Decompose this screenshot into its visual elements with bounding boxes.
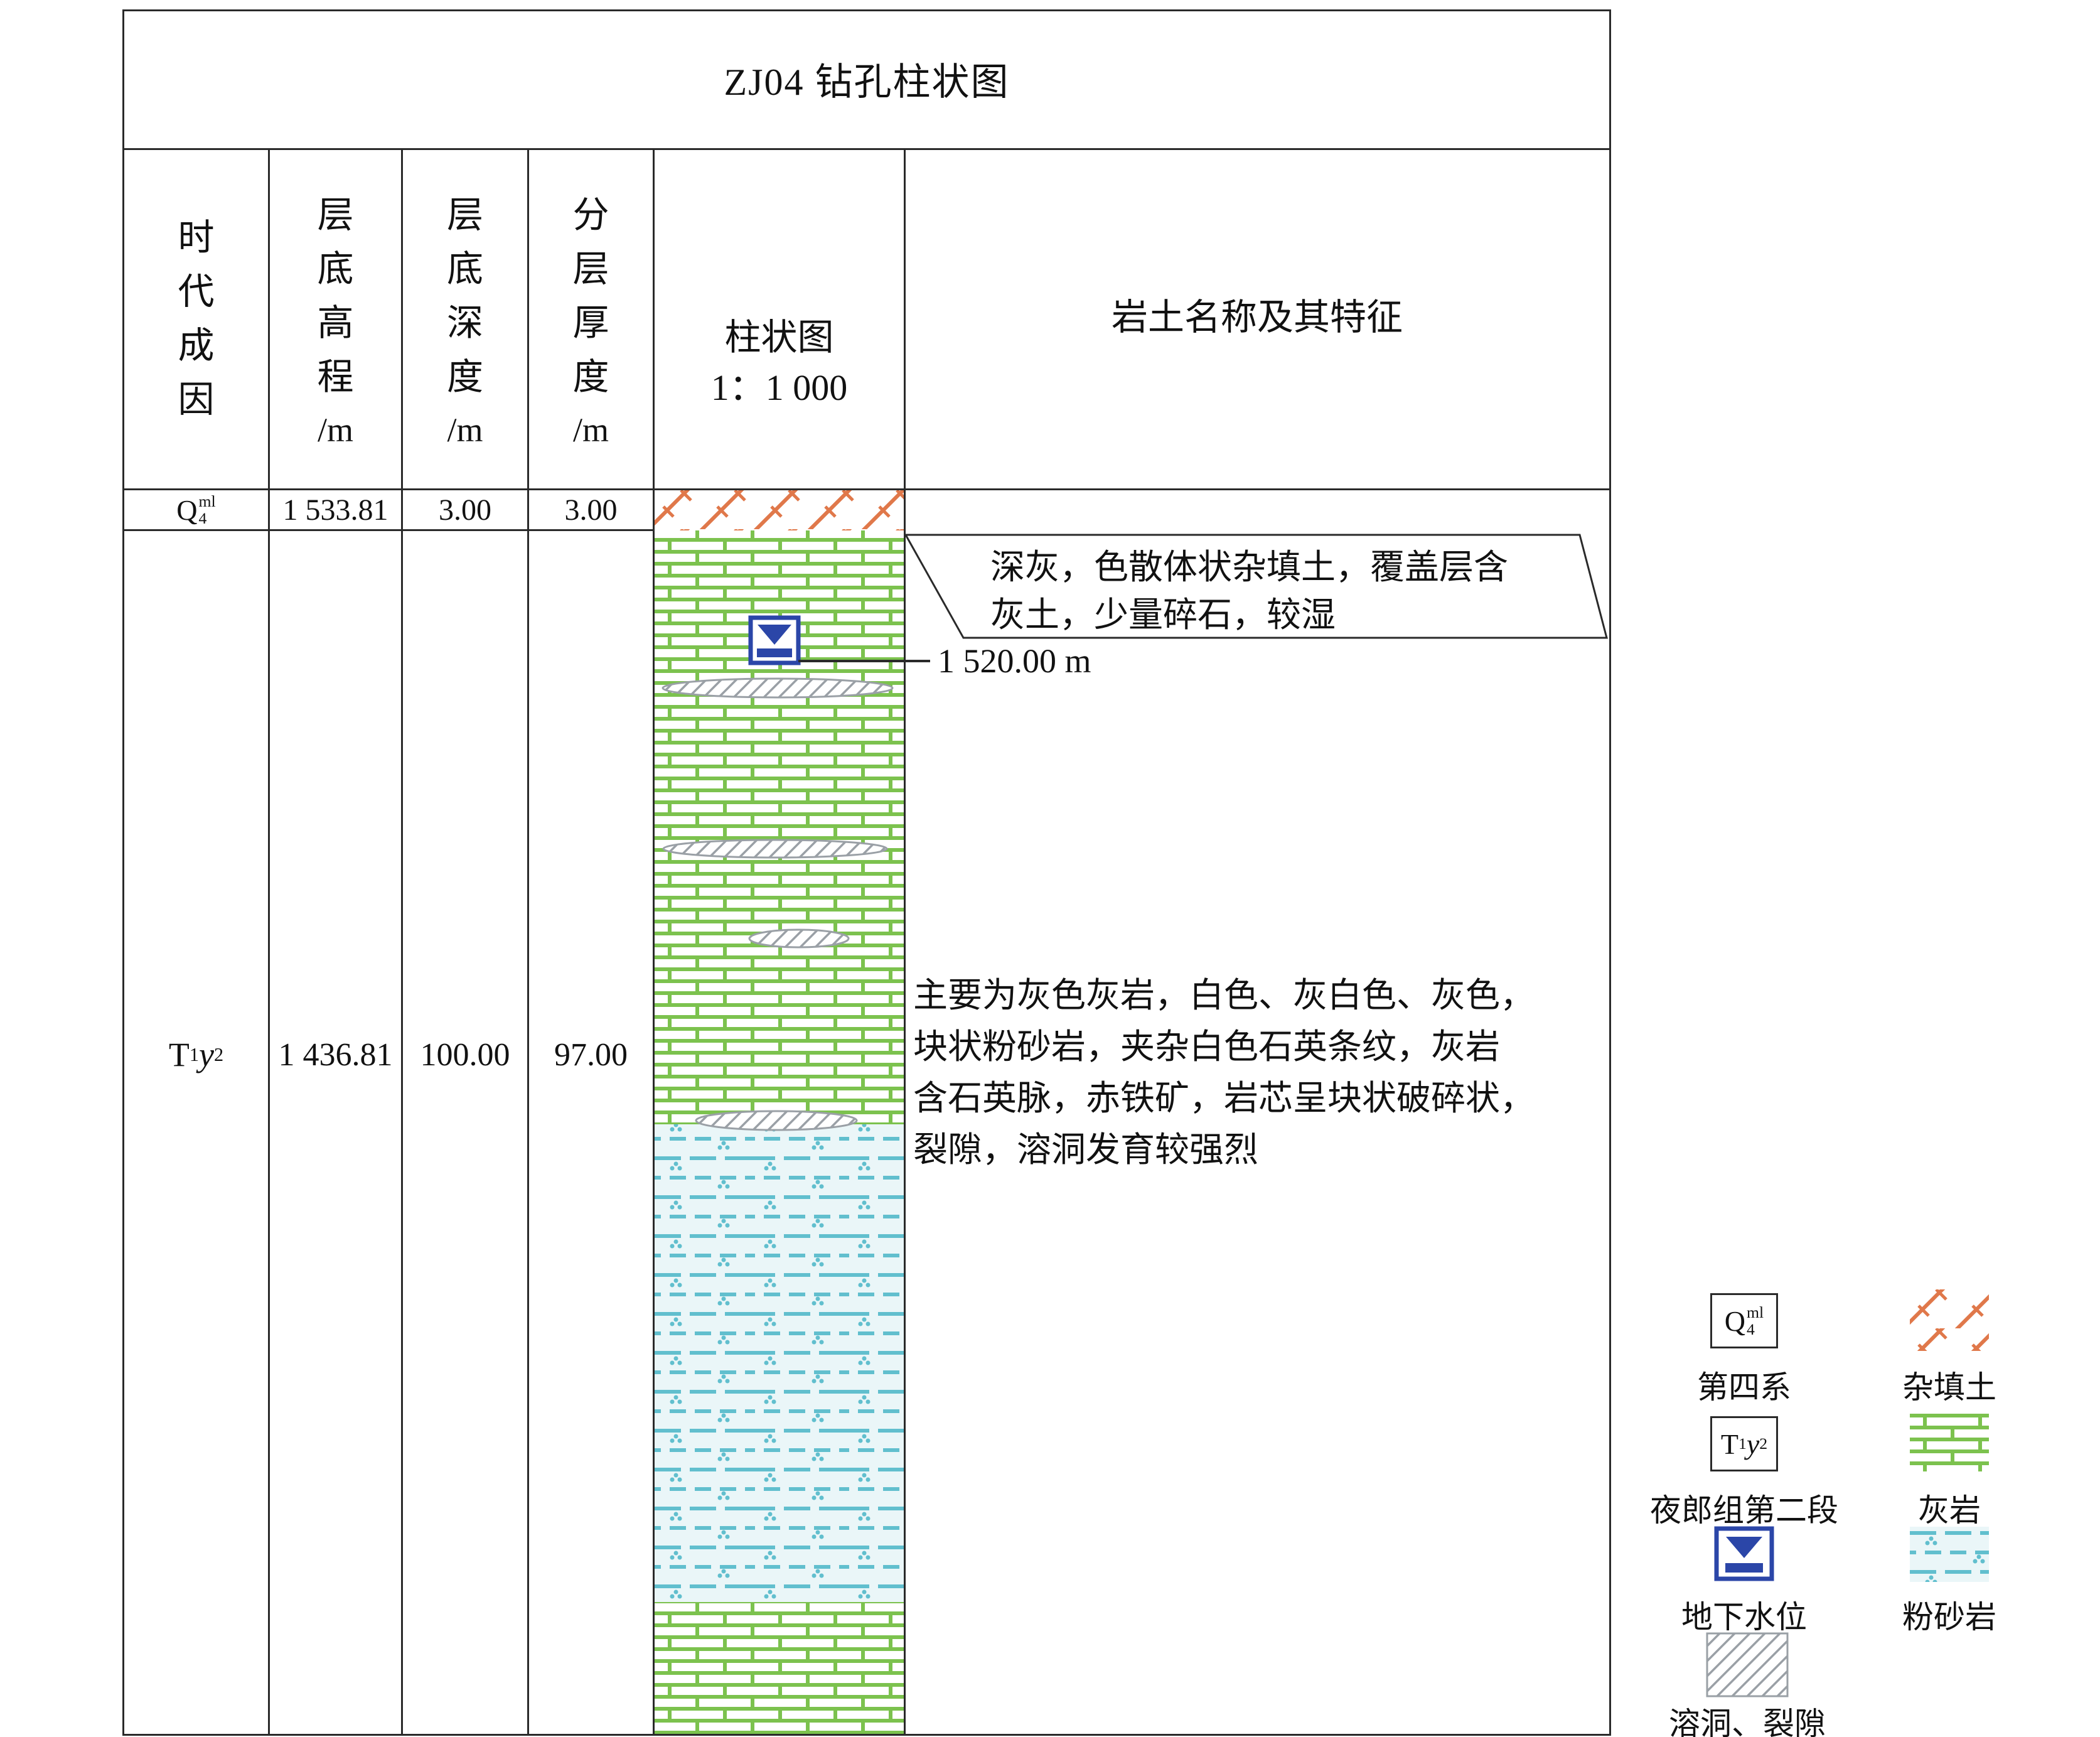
grid-hline-title-bottom xyxy=(122,148,1611,150)
table-frame xyxy=(122,9,1611,1736)
layer-limestone-lower-section xyxy=(655,1602,904,1734)
legend-symbol-siltstone xyxy=(1910,1527,1989,1582)
column-header-description-text: 岩土名称及其特征 xyxy=(1111,297,1403,338)
grid-vline-1 xyxy=(268,148,270,1734)
legend-label-siltstone: 粉砂岩 xyxy=(1902,1600,1996,1635)
column-header-bottom-elevation: 层底高程 /m xyxy=(270,149,401,488)
layer1-era-base: Q xyxy=(176,493,198,526)
layer1-bottom-elevation-value: 1 533.81 xyxy=(282,493,388,527)
layer1-thickness-value: 3.00 xyxy=(564,493,618,527)
column-header-bottom-depth-text: 层底深度 xyxy=(446,195,483,397)
column-header-era-text: 时代成因 xyxy=(178,217,215,420)
layer1-description-line-1: 深灰，色散体状杂填土，覆盖层含 xyxy=(990,548,1509,586)
grid-vline-2 xyxy=(401,148,403,1734)
page-title-text: ZJ04 钻孔柱状图 xyxy=(724,62,1010,103)
legend-quaternary-base: Q xyxy=(1724,1304,1746,1337)
column-header-thickness-text: 分层厚度 xyxy=(572,195,609,397)
column-header-thickness-unit: /m xyxy=(572,411,609,449)
column-header-thickness: 分层厚度 /m xyxy=(529,149,653,488)
grid-hline-header-bottom xyxy=(122,488,1611,490)
layer2-thickness-value: 97.00 xyxy=(554,1036,628,1073)
layer1-description-line-2: 灰土，少量碎石，较湿 xyxy=(990,596,1336,634)
layer2-era-base2: y xyxy=(199,1036,214,1073)
column-header-bottom-depth-unit: /m xyxy=(447,411,483,449)
layer1-bottom-depth-cell: 3.00 xyxy=(403,490,527,529)
layer2-era-base: T xyxy=(168,1036,190,1073)
legend-symbol-limestone xyxy=(1910,1414,1989,1471)
column-header-column-scale: 1：1 000 xyxy=(710,367,848,408)
layer2-bottom-depth-value: 100.00 xyxy=(420,1036,510,1073)
layer2-bottom-elevation-cell: 1 436.81 xyxy=(270,1033,401,1077)
lithology-column xyxy=(655,490,904,1734)
layer2-description-line-3: 含石英脉，赤铁矿，岩芯呈块状破碎状， xyxy=(913,1079,1535,1117)
column-header-column-diagram: 柱状图 1：1 000 xyxy=(655,313,904,413)
legend-label-yelang: 夜郎组第二段 xyxy=(1650,1493,1838,1528)
water-level-symbol xyxy=(748,615,801,665)
layer2-description-line-1: 主要为灰色灰岩，白色、灰白色、灰色， xyxy=(913,976,1535,1014)
legend-label-groundwater: 地下水位 xyxy=(1681,1600,1807,1635)
column-header-column-diagram-text: 柱状图 xyxy=(724,317,834,358)
legend-label-limestone: 灰岩 xyxy=(1918,1493,1981,1528)
legend-yelang-base2: y xyxy=(1746,1428,1760,1460)
column-header-bottom-depth: 层底深度 /m xyxy=(403,149,527,488)
column-header-era: 时代成因 xyxy=(124,149,268,488)
layer1-era-sub: 4 xyxy=(198,509,207,527)
grid-hline-layer1-bottom xyxy=(122,529,655,531)
legend-yelang-sub: 1 xyxy=(1738,1434,1747,1453)
karst-lens-3 xyxy=(748,928,850,949)
karst-lens-2 xyxy=(662,839,888,859)
layer1-era-sup: ml xyxy=(198,492,216,510)
layer2-description-line-2: 块状粉砂岩，夹杂白色石英条纹，灰岩 xyxy=(913,1028,1501,1066)
layer-siltstone-section xyxy=(655,1124,904,1602)
layer2-era-sub: 1 xyxy=(189,1043,200,1065)
water-level-label: 1 520.00 m xyxy=(938,642,1091,680)
layer2-era-sup2: 2 xyxy=(213,1043,224,1065)
karst-lens-4 xyxy=(695,1110,858,1131)
column-header-description: 岩土名称及其特征 xyxy=(906,293,1609,343)
layer2-description-line-4: 裂隙，溶洞发育较强烈 xyxy=(913,1131,1259,1169)
legend-symbol-misc-fill xyxy=(1910,1289,1989,1351)
grid-vline-5 xyxy=(904,148,906,1734)
layer-misc-fill-section xyxy=(655,490,904,530)
grid-vline-4 xyxy=(653,148,655,1734)
grid-vline-3 xyxy=(527,148,529,1734)
legend-yelang-sup2: 2 xyxy=(1759,1434,1768,1453)
layer1-bottom-depth-value: 3.00 xyxy=(439,493,491,527)
legend-yelang-base: T xyxy=(1720,1428,1738,1460)
layer1-thickness-cell: 3.00 xyxy=(529,490,653,529)
legend-label-quaternary: 第四系 xyxy=(1697,1370,1791,1405)
page-title: ZJ04 钻孔柱状图 xyxy=(122,9,1611,148)
column-header-bottom-elevation-unit: /m xyxy=(317,411,353,449)
legend-label-misc-fill: 杂填土 xyxy=(1902,1370,1996,1405)
legend-symbol-karst-fissure xyxy=(1706,1632,1789,1697)
layer2-bottom-depth-cell: 100.00 xyxy=(403,1033,527,1077)
layer2-bottom-elevation-value: 1 436.81 xyxy=(278,1036,393,1073)
legend-symbol-groundwater xyxy=(1714,1526,1774,1581)
water-level-leader-line xyxy=(798,660,930,662)
layer2-description: 主要为灰色灰岩，白色、灰白色、灰色， 块状粉砂岩，夹杂白色石英条纹，灰岩 含石英… xyxy=(913,970,1613,1176)
karst-lens-1 xyxy=(662,677,894,699)
legend-label-karst-fissure: 溶洞、裂隙 xyxy=(1669,1706,1826,1737)
legend-quaternary-sup: ml xyxy=(1747,1303,1764,1321)
column-header-bottom-elevation-text: 层底高程 xyxy=(317,195,354,397)
karst-fissure-lenses xyxy=(662,677,894,1131)
layer2-thickness-cell: 97.00 xyxy=(529,1033,653,1077)
layer1-bottom-elevation-cell: 1 533.81 xyxy=(270,490,401,529)
legend-quaternary-sub: 4 xyxy=(1747,1320,1755,1338)
layer1-callout-shape xyxy=(904,534,1608,639)
